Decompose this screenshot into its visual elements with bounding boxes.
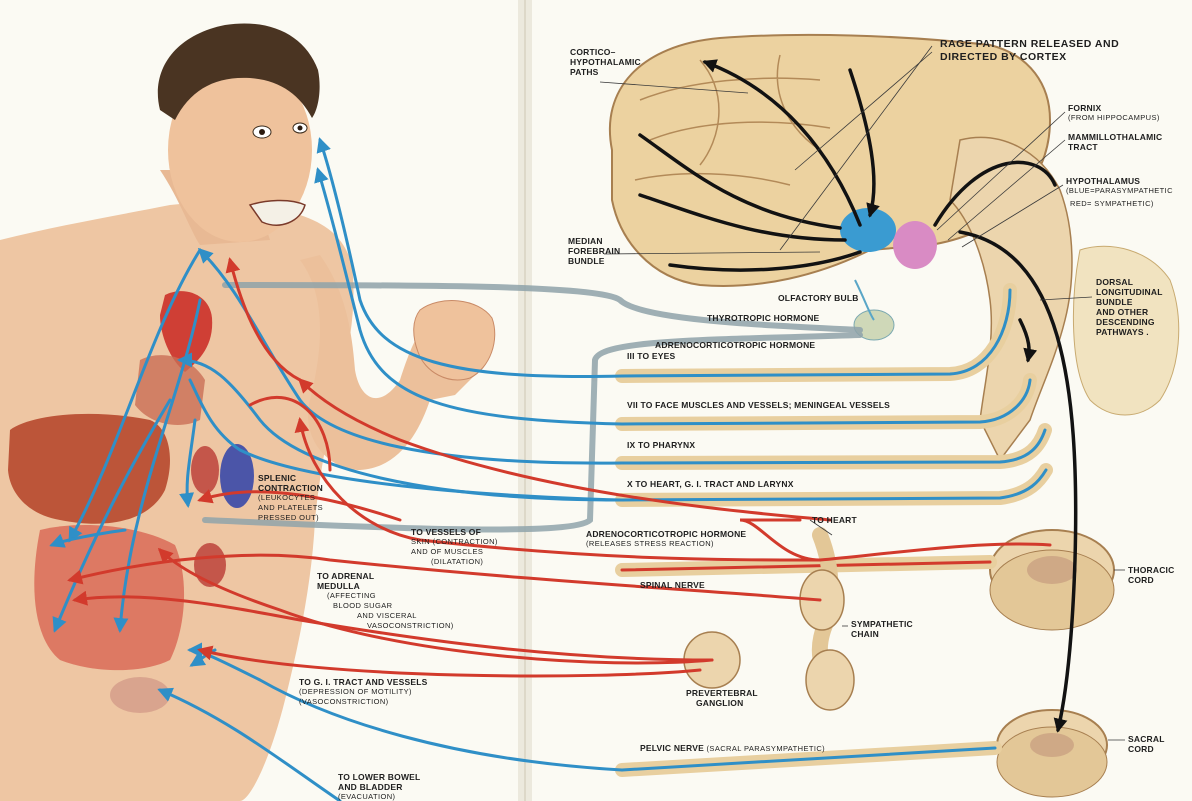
dorsal-line-5: DESCENDING	[1096, 317, 1163, 327]
hypothalamus-label: HYPOTHALAMUS (BLUE=PARASYMPATHETIC RED= …	[1066, 176, 1173, 209]
vessels-of-skin-label: TO VESSELS OF SKIN (CONTRACTION) AND OF …	[411, 527, 498, 567]
acth-mid-line-2: (RELEASES STRESS REACTION)	[586, 539, 746, 549]
median-line-1: MEDIAN	[568, 236, 620, 246]
median-line-2: FOREBRAIN	[568, 246, 620, 256]
prevertebral-ganglion-label: PREVERTEBRAL GANGLION	[686, 688, 758, 708]
brain	[610, 35, 1179, 460]
mammillo-line-1: MAMMILLOTHALAMIC	[1068, 132, 1162, 142]
nerve-vii-label: VII TO FACE MUSCLES AND VESSELS; MENINGE…	[627, 400, 890, 410]
gi-line-2: (DEPRESSION OF MOTILITY)	[299, 687, 427, 697]
dorsal-line-2: LONGITUDINAL	[1096, 287, 1163, 297]
gi-tract-label: TO G. I. TRACT AND VESSELS (DEPRESSION O…	[299, 677, 427, 707]
hypothalamus-line-2: (BLUE=PARASYMPATHETIC	[1066, 186, 1173, 196]
pelvic-main: PELVIC NERVE	[640, 743, 704, 753]
adrenal-line-5: AND VISCERAL	[357, 611, 454, 621]
rage-title-line-1: RAGE PATTERN RELEASED AND	[940, 38, 1119, 51]
rage-pattern-title: RAGE PATTERN RELEASED AND DIRECTED BY CO…	[940, 38, 1119, 64]
dorsal-line-1: DORSAL	[1096, 277, 1163, 287]
cortico-hypothalamic-label: CORTICO– HYPOTHALAMIC PATHS	[570, 47, 641, 77]
median-forebrain-label: MEDIAN FOREBRAIN BUNDLE	[568, 236, 620, 266]
nerve-ix-label: IX TO PHARYNX	[627, 440, 695, 450]
nerve-iii-label: III TO EYES	[627, 351, 675, 361]
dorsal-line-3: BUNDLE	[1096, 297, 1163, 307]
sympathetic-line-1: SYMPATHETIC	[851, 619, 913, 629]
hypothalamus-line-3: RED= SYMPATHETIC)	[1070, 199, 1173, 209]
thoracic-cord-label: THORACIC CORD	[1128, 565, 1174, 585]
hypothalamus-red	[893, 221, 937, 269]
bladder	[110, 677, 170, 713]
sympathetic-line-2: CHAIN	[851, 629, 913, 639]
vessels-line-3: AND OF MUSCLES	[411, 547, 498, 557]
splenic-line-2: CONTRACTION	[258, 483, 323, 493]
acth-mid-label: ADRENOCORTICOTROPIC HORMONE (RELEASES ST…	[586, 529, 746, 549]
bowel-line-2: AND BLADDER	[338, 782, 420, 792]
kidney	[191, 446, 219, 494]
splenic-line-4: AND PLATELETS	[258, 503, 323, 513]
spinal-cord-sections	[990, 530, 1114, 797]
adrenal-line-3: (AFFECTING	[327, 591, 454, 601]
adrenal-medulla-label: TO ADRENAL MEDULLA (AFFECTING BLOOD SUGA…	[317, 571, 454, 631]
cortico-line-3: PATHS	[570, 67, 641, 77]
mammillo-line-2: TRACT	[1068, 142, 1162, 152]
thoracic-line-2: CORD	[1128, 575, 1174, 585]
pelvic-sub: (SACRAL PARASYMPATHETIC)	[707, 744, 826, 753]
sympathetic-chain-label: SYMPATHETIC CHAIN	[851, 619, 913, 639]
gi-line-3: (VASOCONSTRICTION)	[299, 697, 427, 707]
rage-title-line-2: DIRECTED BY CORTEX	[940, 51, 1119, 64]
prevertebral-line-1: PREVERTEBRAL	[686, 688, 758, 698]
sacral-line-2: CORD	[1128, 744, 1165, 754]
olfactory-bulb-label: OLFACTORY BULB	[778, 293, 859, 303]
lower-bowel-label: TO LOWER BOWEL AND BLADDER (EVACUATION)	[338, 772, 420, 801]
sacral-cord-label: SACRAL CORD	[1128, 734, 1165, 754]
cortico-line-2: HYPOTHALAMIC	[570, 57, 641, 67]
bowel-line-1: TO LOWER BOWEL	[338, 772, 420, 782]
splenic-contraction-label: SPLENIC CONTRACTION (LEUKOCYTES AND PLAT…	[258, 473, 323, 523]
dorsal-longitudinal-label: DORSAL LONGITUDINAL BUNDLE AND OTHER DES…	[1096, 277, 1163, 337]
to-heart-label: TO HEART	[812, 515, 857, 525]
bowel-line-3: (EVACUATION)	[338, 792, 420, 801]
thyrotropic-hormone-label: THYROTROPIC HORMONE	[707, 313, 819, 323]
adrenal-line-1: TO ADRENAL	[317, 571, 454, 581]
vessels-line-2: SKIN (CONTRACTION)	[411, 537, 498, 547]
vessels-line-1: TO VESSELS OF	[411, 527, 498, 537]
vessels-line-4: (DILATATION)	[431, 557, 498, 567]
acth-mid-line-1: ADRENOCORTICOTROPIC HORMONE	[586, 529, 746, 539]
adrenal-line-2: MEDULLA	[317, 581, 454, 591]
nerve-x-label: X TO HEART, G. I. TRACT AND LARYNX	[627, 479, 794, 489]
kidney-lower	[194, 543, 226, 587]
adrenal-line-6: VASOCONSTRICTION)	[367, 621, 454, 631]
dorsal-line-4: AND OTHER	[1096, 307, 1163, 317]
hypothalamus-line-1: HYPOTHALAMUS	[1066, 176, 1173, 186]
page-gutter	[518, 0, 532, 801]
median-line-3: BUNDLE	[568, 256, 620, 266]
dorsal-line-6: PATHWAYS .	[1096, 327, 1163, 337]
mammillothalamic-label: MAMMILLOTHALAMIC TRACT	[1068, 132, 1162, 152]
prevertebral-line-2: GANGLION	[696, 698, 758, 708]
fornix-label: FORNIX (FROM HIPPOCAMPUS)	[1068, 103, 1160, 123]
splenic-line-1: SPLENIC	[258, 473, 323, 483]
splenic-line-3: (LEUKOCYTES	[258, 493, 323, 503]
sacral-line-1: SACRAL	[1128, 734, 1165, 744]
spinal-nerve-label: SPINAL NERVE	[640, 580, 705, 590]
hypothalamus-blue	[840, 208, 896, 252]
pelvic-nerve-label: PELVIC NERVE (SACRAL PARASYMPATHETIC)	[640, 743, 825, 754]
gi-line-1: TO G. I. TRACT AND VESSELS	[299, 677, 427, 687]
splenic-line-5: PRESSED OUT)	[258, 513, 323, 523]
acth-top-label: ADRENOCORTICOTROPIC HORMONE	[655, 340, 815, 350]
thoracic-line-1: THORACIC	[1128, 565, 1174, 575]
cortico-line-1: CORTICO–	[570, 47, 641, 57]
adrenal-line-4: BLOOD SUGAR	[333, 601, 454, 611]
fornix-line-2: (FROM HIPPOCAMPUS)	[1068, 113, 1160, 123]
fornix-line-1: FORNIX	[1068, 103, 1160, 113]
liver	[8, 414, 170, 524]
